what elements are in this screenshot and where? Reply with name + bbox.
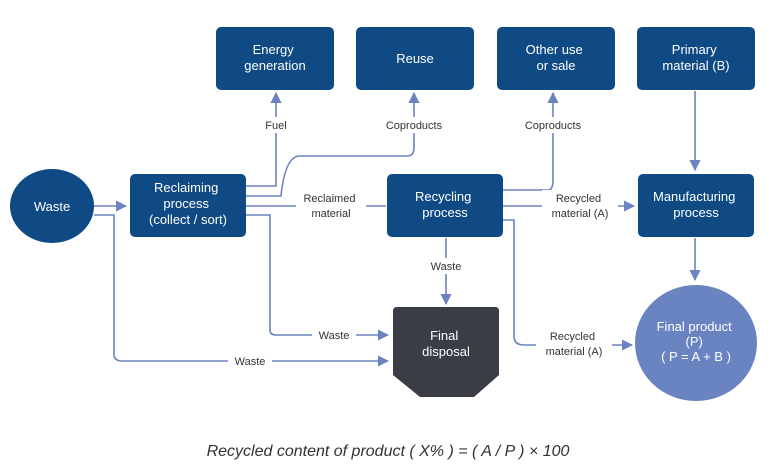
other-label-line2: or sale <box>536 58 575 73</box>
edge-label-waste-reclaiming: Waste <box>312 327 356 343</box>
node-manufacturing-process: Manufacturing process <box>638 174 754 237</box>
edge-label-coproducts-reuse: Coproducts <box>378 117 450 133</box>
svg-text:Energy generation: Energy generation <box>244 42 305 73</box>
recycled-label-line1: Recycled <box>550 331 595 343</box>
product-label-line2: (P) <box>686 334 703 349</box>
coproducts-label: Coproducts <box>386 120 443 132</box>
edge-label-recycled-material-product: Recycled material (A) <box>536 328 612 362</box>
node-energy-generation: Energy generation <box>216 27 334 90</box>
node-other-use-or-sale: Other use or sale <box>497 27 615 90</box>
svg-text:Coproducts: Coproducts <box>525 120 582 132</box>
manufacturing-label-line2: process <box>673 205 719 220</box>
fuel-label: Fuel <box>265 120 286 132</box>
primary-label-line1: Primary <box>672 42 717 57</box>
svg-text:Waste: Waste <box>235 356 266 368</box>
node-reuse: Reuse <box>356 27 474 90</box>
svg-text:Primary material (B): Primary material (B) <box>662 42 729 73</box>
reclaiming-label-line1: Reclaiming <box>154 180 218 195</box>
svg-text:Waste: Waste <box>319 330 350 342</box>
arrow-reclaiming-to-energy <box>246 91 282 187</box>
reuse-label: Reuse <box>396 51 434 66</box>
svg-text:Recycled material (A): Recycled material (A) <box>546 331 603 358</box>
svg-text:Reclaimed material: Reclaimed material <box>303 193 358 220</box>
manufacturing-label-line1: Manufacturing <box>653 189 735 204</box>
node-primary-material: Primary material (B) <box>637 27 755 90</box>
svg-text:Recycled material (A): Recycled material (A) <box>552 193 609 220</box>
waste-label: Waste <box>235 356 266 368</box>
svg-text:Reuse: Reuse <box>396 51 434 66</box>
reclaiming-label-line3: (collect / sort) <box>149 212 227 227</box>
waste-node-label: Waste <box>34 199 70 214</box>
svg-text:Coproducts: Coproducts <box>386 120 443 132</box>
edge-label-coproducts-other: Coproducts <box>517 117 589 133</box>
reclaimed-label-line1: Reclaimed <box>303 193 355 205</box>
waste-label: Waste <box>319 330 350 342</box>
recycling-label-line2: process <box>422 205 468 220</box>
node-final-disposal: Final disposal <box>393 307 499 397</box>
reclaimed-label-line2: material <box>311 208 350 220</box>
primary-label-line2: material (B) <box>662 58 729 73</box>
node-recycling-process: Recycling process <box>387 174 503 237</box>
arrow-reclaiming-to-reuse <box>246 91 420 197</box>
edge-label-waste-recycling: Waste <box>424 258 468 274</box>
svg-text:Final product (P): Final product (P) ( P = A + B ) <box>657 319 736 364</box>
edge-label-fuel: Fuel <box>258 117 294 133</box>
recycled-label-line2: material (A) <box>546 346 603 358</box>
recycled-label-line1: Recycled <box>556 193 601 205</box>
edge-label-waste-source: Waste <box>228 353 272 369</box>
node-waste: Waste <box>10 169 94 243</box>
arrow-reclaiming-to-disposal <box>246 214 390 341</box>
edge-label-recycled-material-manufacturing: Recycled material (A) <box>542 190 618 224</box>
disposal-label-line2: disposal <box>422 344 470 359</box>
svg-text:Recycling process: Recycling process <box>415 189 475 220</box>
svg-text:Waste: Waste <box>34 199 70 214</box>
other-label-line1: Other use <box>526 42 583 57</box>
arrow-recycling-to-product <box>503 219 634 351</box>
node-final-product: Final product (P) ( P = A + B ) <box>635 285 757 401</box>
svg-text:Manufacturing process: Manufacturing process <box>653 189 739 220</box>
svg-text:Waste: Waste <box>431 261 462 273</box>
coproducts-label: Coproducts <box>525 120 582 132</box>
edge-label-reclaimed-material: Reclaimed material <box>296 190 366 224</box>
node-reclaiming-process: Reclaiming process (collect / sort) <box>130 174 246 237</box>
svg-text:Reclaiming process: Reclaiming process (collect / sort) <box>149 180 227 227</box>
recycled-label-line2: material (A) <box>552 208 609 220</box>
energy-label-line1: Energy <box>253 42 295 57</box>
reclaiming-label-line2: process <box>163 196 209 211</box>
svg-text:Other use or sale: Other use or sale <box>526 42 587 73</box>
recycling-label-line1: Recycling <box>415 189 471 204</box>
disposal-label-line1: Final <box>430 328 458 343</box>
svg-text:Final disposal: Final disposal <box>422 328 470 359</box>
energy-label-line2: generation <box>244 58 305 73</box>
waste-label: Waste <box>431 261 462 273</box>
formula-caption: Recycled content of product ( X% ) = ( A… <box>206 443 570 460</box>
product-label-line1: Final product <box>657 319 733 334</box>
arrow-waste-to-disposal <box>94 214 390 367</box>
arrow-recycling-to-other <box>503 91 559 191</box>
svg-text:Fuel: Fuel <box>265 120 286 132</box>
product-label-line3: ( P = A + B ) <box>661 349 731 364</box>
